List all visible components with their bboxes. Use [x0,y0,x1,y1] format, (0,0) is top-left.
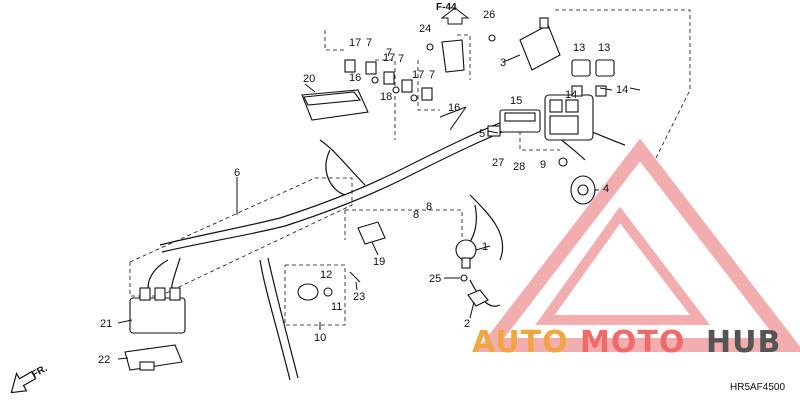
part-3-module [519,17,561,71]
part-23-bolt [349,271,361,283]
callout-8-a: 8 [413,209,419,221]
callout-21: 21 [100,318,112,330]
callout-7-b: 7 [386,47,392,59]
callout-8-b: 8 [426,201,432,213]
leader-lines [117,54,641,360]
callout-4: 4 [603,183,609,195]
callout-15: 15 [510,95,522,107]
part-2-plug-cap [467,289,489,307]
reference-callout-label: F-44 [436,2,457,13]
part-12-sensor [297,283,319,301]
callout-27: 27 [492,157,504,169]
callout-22: 22 [98,354,110,366]
part-13-relay-b [595,59,615,77]
callout-12: 12 [320,269,332,281]
front-direction-arrow: FR. [10,363,50,394]
callout-7-a: 7 [366,37,372,49]
callout-14-b: 14 [616,84,628,96]
watermark-triangle-logo [475,138,800,352]
part-9-clip [558,157,568,167]
part-4-sensor [570,175,596,205]
callout-17-a: 17 [349,37,361,49]
callout-24: 24 [419,23,431,35]
callout-7-d: 7 [429,69,435,81]
callout-10: 10 [314,332,326,344]
part-13-relay-a [571,59,591,77]
diagram-code: HR5AF4500 [730,382,785,393]
reference-arrow: F-44 [436,2,470,25]
callout-labels: 1 2 3 4 5 6 7 7 7 7 8 8 9 10 11 12 13 13… [98,9,628,366]
callout-11: 11 [331,301,342,313]
callout-18: 18 [380,91,392,103]
watermark-word-moto: MOTO [580,325,685,360]
callout-16-b: 16 [448,102,460,114]
callout-5: 5 [479,128,485,140]
callout-19: 19 [373,256,385,268]
part-relays-17-18 [344,59,433,102]
callout-28: 28 [513,161,525,173]
callout-6: 6 [234,167,240,179]
part-15-fuse-box [499,109,541,133]
part-junction-block [544,94,594,141]
front-direction-label: FR. [30,363,50,381]
callout-7-c: 7 [398,53,404,65]
callout-3: 3 [500,57,506,69]
part-26-bolt [488,34,496,42]
main-harness [147,114,626,381]
part-11-washer [323,287,333,297]
part-bracket-f44 [441,39,465,73]
part-25-bolt [460,274,468,282]
callout-1: 1 [482,241,488,253]
part-24-bolt [426,43,434,51]
group-boundaries [129,9,691,326]
callout-16-a: 16 [349,72,361,84]
callout-14-a: 14 [565,89,577,101]
part-14-connector [571,85,607,97]
callout-25: 25 [429,273,441,285]
watermark-brand: AUTO MOTO HUB [472,325,781,360]
callout-17-b: 17 [383,52,395,64]
watermark-word-hub: HUB [706,325,781,360]
watermark-word-auto: AUTO [472,325,569,360]
callout-23: 23 [353,291,365,303]
callout-20: 20 [303,73,315,85]
callout-2: 2 [464,318,470,330]
part-22-bracket [124,344,183,371]
callout-13-a: 13 [573,42,585,54]
callout-17-c: 17 [412,69,424,81]
callout-25-top: 26 [483,9,495,21]
part-20-cover [301,89,369,121]
part-1-coil [455,239,477,269]
callout-9: 9 [540,159,546,171]
part-19-unit [357,221,386,245]
callout-13-b: 13 [598,42,610,54]
part-21-ecu [129,287,186,334]
